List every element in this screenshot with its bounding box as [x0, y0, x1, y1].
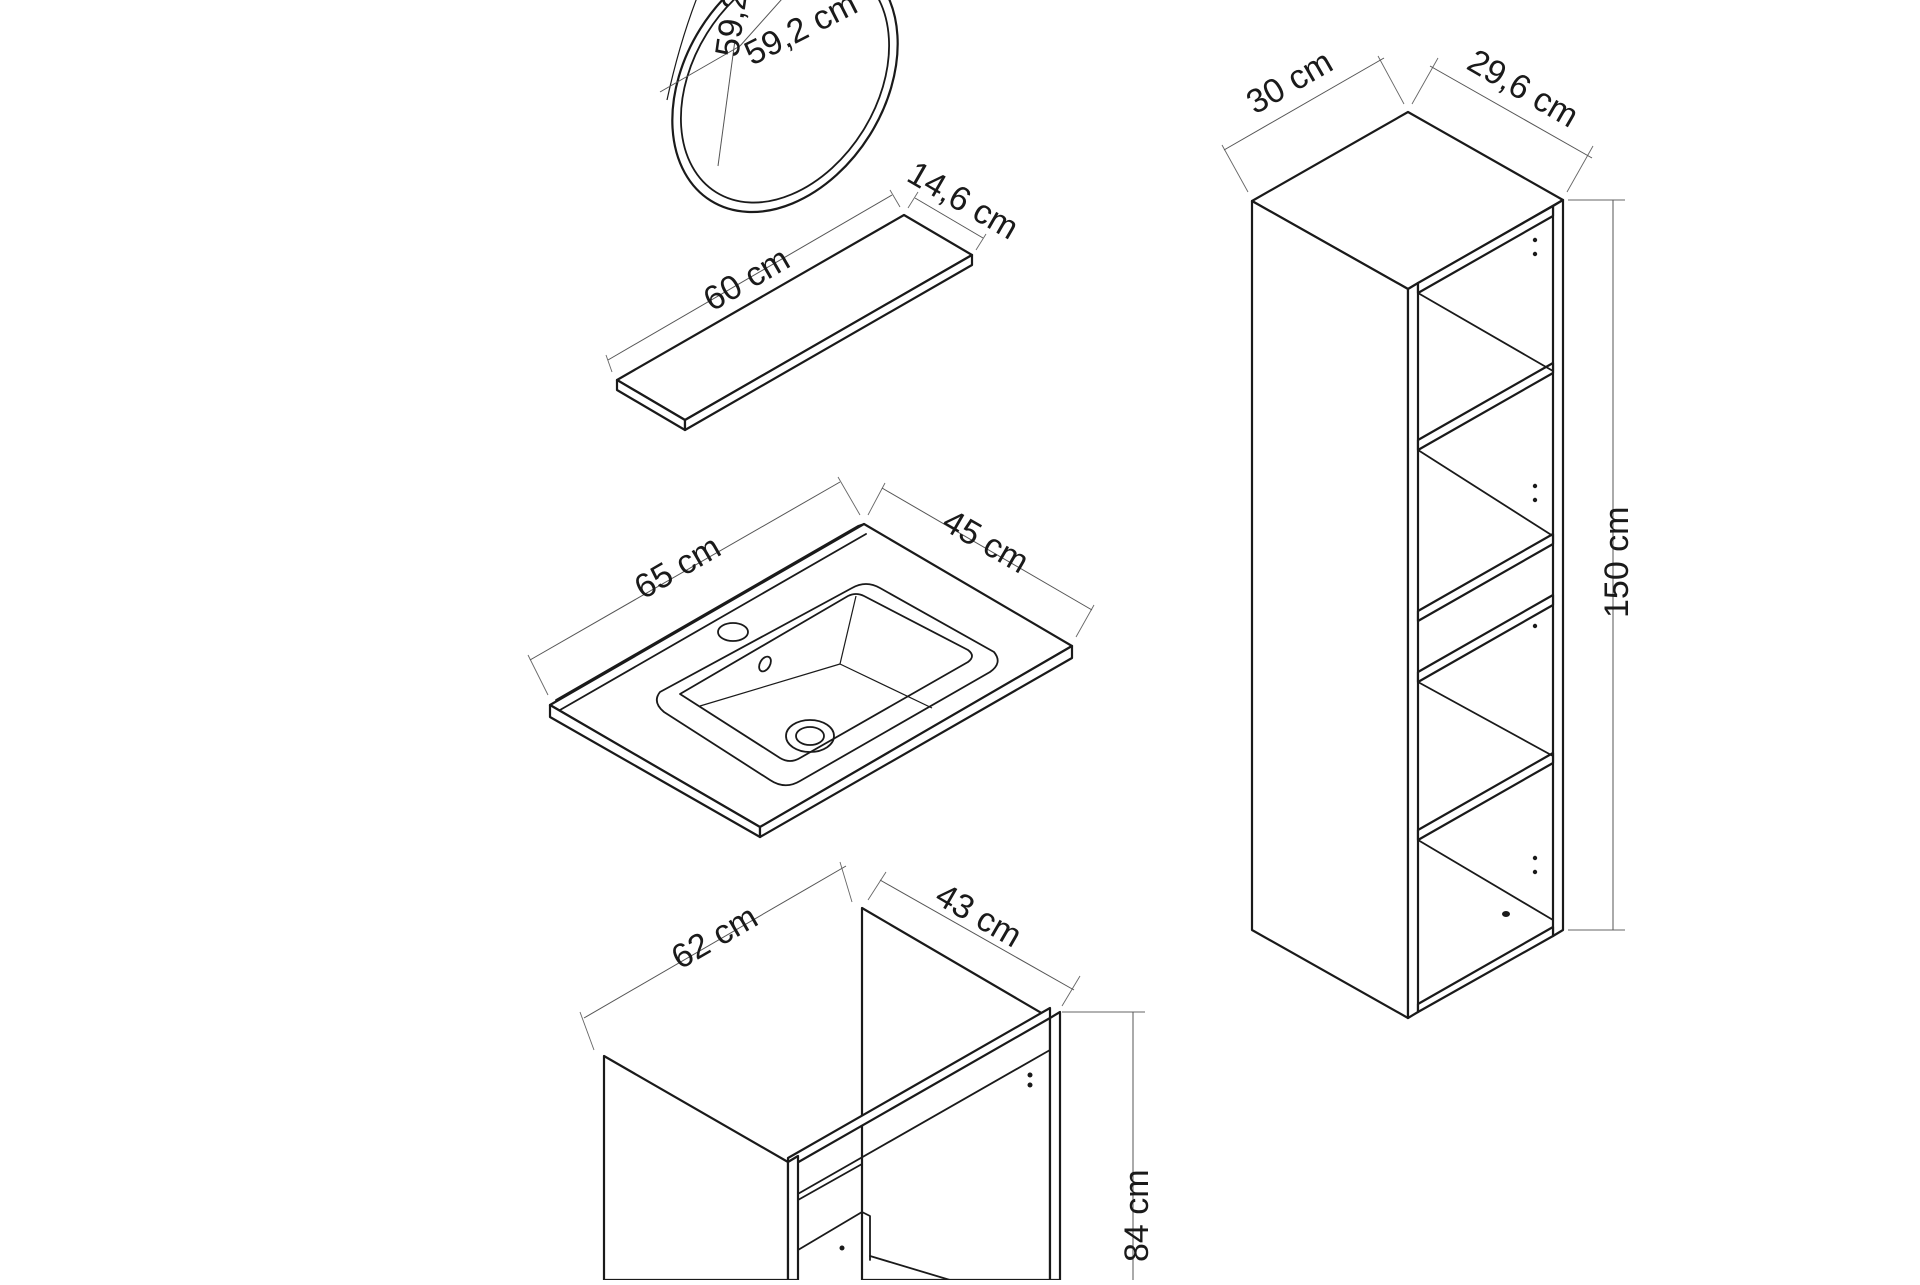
- tall-cabinet: [1250, 110, 1565, 1020]
- sink-dimension-lines: [527, 476, 1095, 696]
- sink-width-label: 65 cm: [628, 528, 727, 607]
- round-mirror: [666, 0, 899, 214]
- tall-cabinet-depth-label: 29,6 cm: [1461, 42, 1585, 135]
- base-cabinet-width-label: 62 cm: [665, 898, 764, 977]
- sink-depth-label: 45 cm: [936, 502, 1035, 581]
- tall-cabinet-height-label: 150 cm: [1598, 507, 1636, 619]
- shelf-dimension-lines: [605, 189, 987, 373]
- wall-shelf: [615, 213, 974, 432]
- base-cabinet: [602, 906, 1062, 1282]
- mirror-dimension-lines: [659, 0, 782, 167]
- tall-cabinet-width-label: 30 cm: [1240, 43, 1339, 122]
- tall-cabinet-dimension-lines: [1221, 55, 1625, 931]
- base-cabinet-height-label: 84 cm: [1118, 1169, 1156, 1262]
- base-cabinet-depth-label: 43 cm: [929, 876, 1028, 955]
- washbasin: [548, 522, 1074, 839]
- base-cabinet-dimension-lines: [579, 861, 1145, 1280]
